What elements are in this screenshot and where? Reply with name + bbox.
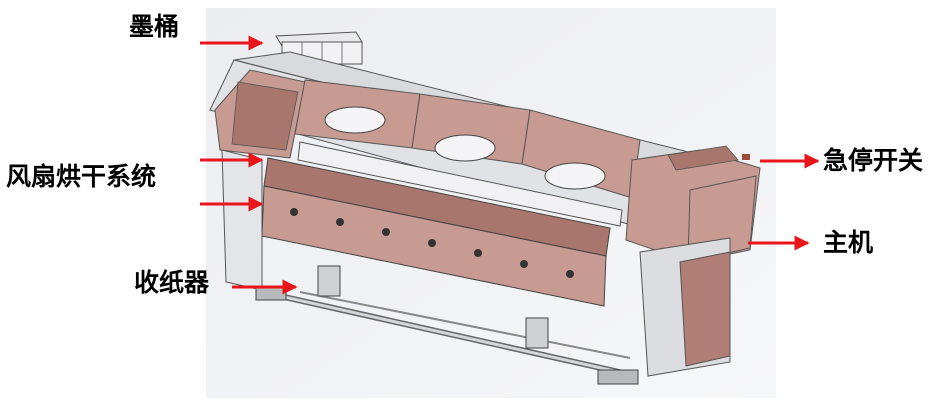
label-emergency-stop: 急停开关 — [823, 146, 924, 175]
label-media-receiver: 收纸器 — [134, 268, 210, 297]
media-roller — [297, 141, 623, 227]
callout-arrows — [200, 35, 820, 295]
fan-dryer-bar — [261, 157, 611, 307]
label-host: 主机 — [823, 228, 874, 257]
stand — [221, 149, 731, 377]
label-fan-dryer-system: 风扇烘干系统 — [6, 162, 157, 191]
ink-tank — [275, 31, 363, 65]
upper-housing — [209, 51, 761, 263]
media-receiver — [255, 265, 639, 385]
label-ink-tank: 墨桶 — [129, 12, 180, 41]
